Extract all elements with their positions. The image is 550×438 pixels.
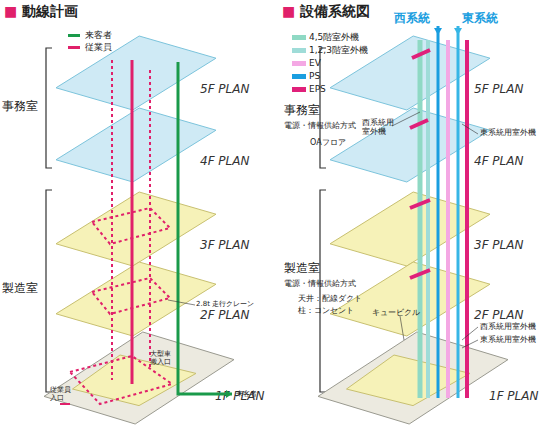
- floor-label: 3F PLAN: [474, 238, 523, 252]
- legend-swatch: [292, 48, 306, 53]
- annotation: 電源・情報供給方式: [284, 121, 356, 130]
- legend-text: 従業員: [85, 42, 112, 52]
- floor-label: 3F PLAN: [200, 238, 249, 252]
- plate-outline: [44, 332, 234, 424]
- plate-outline: [56, 36, 216, 110]
- annotation: 東系統用室外機: [480, 335, 536, 344]
- floor-label: 2F PLAN: [474, 308, 523, 322]
- annotation: キュービクル: [372, 308, 420, 317]
- floor-plate: 1F PLAN: [318, 332, 508, 424]
- floor-plate: 4F PLAN: [56, 108, 216, 182]
- annotation: 製造室: [2, 282, 38, 296]
- legend-line: [68, 46, 80, 49]
- annotation: 東系統用室外機: [480, 128, 536, 137]
- plate-outline: [330, 192, 490, 266]
- annotation: 2.8t 走行クレーン: [196, 300, 254, 308]
- plate-outline: [56, 192, 216, 266]
- legend-swatch: [292, 87, 306, 92]
- panel-title: ■ 設備系統図: [282, 3, 370, 19]
- floor-label: 4F PLAN: [200, 154, 249, 168]
- legend-swatch: [292, 61, 306, 66]
- annotation: 電源・情報供給方式: [284, 279, 356, 288]
- legend-text: 1,2,3階室外機: [309, 45, 368, 55]
- legend-swatch: [292, 74, 306, 79]
- floor-plate: 3F PLAN: [56, 192, 216, 266]
- floor-label: 1F PLAN: [489, 389, 538, 403]
- legend-text: 来客者: [85, 30, 112, 40]
- floor-label: 2F PLAN: [200, 308, 249, 322]
- floor-plate: 3F PLAN: [330, 192, 490, 266]
- annotation: 天井：配線ダクト: [298, 294, 362, 303]
- annotation: 従業員 入口: [50, 386, 72, 402]
- legend-text: 4,5階室外機: [309, 32, 359, 42]
- legend-swatch: [292, 35, 306, 40]
- annotation: 製造室: [284, 262, 320, 276]
- annotation: 柱：コンセント: [298, 306, 354, 315]
- plate-outline: [56, 262, 216, 336]
- plate-outline: [318, 332, 508, 424]
- legend-text: EPS: [309, 84, 326, 94]
- floor-label: 5F PLAN: [200, 82, 249, 96]
- annotation: 来客者: [236, 390, 257, 398]
- annotation: 西系統用室外機: [480, 322, 536, 331]
- annotation: 西系統用 室外機: [362, 118, 398, 136]
- floor-plate: 4F PLAN: [330, 108, 490, 182]
- floor-label: 4F PLAN: [474, 154, 523, 168]
- floor-plate: 2F PLAN: [56, 262, 216, 336]
- legend-text: PS: [309, 71, 320, 81]
- annotation: 東系統: [462, 12, 498, 26]
- panel-title: ■ 動線計画: [4, 3, 78, 19]
- floor-plate: 5F PLAN: [56, 36, 216, 110]
- annotation: 事務室: [2, 100, 38, 114]
- plate-outline: [330, 108, 490, 182]
- plate-outline: [56, 108, 216, 182]
- legend-text: EV: [309, 58, 321, 68]
- annotation: 西系統: [394, 12, 430, 26]
- floor-plate: 1F PLAN: [44, 332, 234, 424]
- annotation: 大型車 搬入口: [150, 350, 176, 366]
- annotation: OAフロア: [310, 138, 346, 147]
- annotation: 事務室: [284, 104, 320, 118]
- legend-line: [68, 34, 80, 37]
- floor-label: 5F PLAN: [474, 82, 523, 96]
